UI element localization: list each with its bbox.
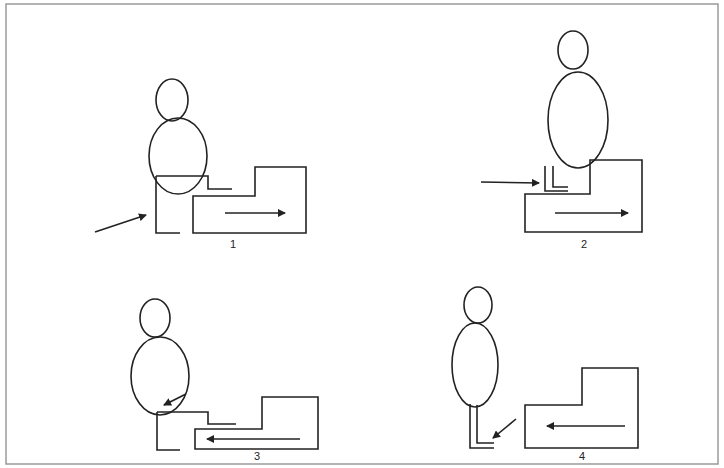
step-box — [193, 167, 306, 233]
panel-number: 1 — [230, 239, 236, 250]
seated-figure — [131, 299, 236, 450]
arrow — [225, 212, 285, 214]
arrow — [207, 438, 300, 440]
arrow — [555, 212, 628, 214]
standing-figure — [545, 31, 608, 191]
arrow — [547, 425, 625, 427]
arrow — [493, 419, 516, 438]
arrow — [481, 182, 539, 183]
standing-figure — [452, 287, 498, 448]
seated-figure — [149, 79, 232, 233]
step-box — [195, 397, 318, 449]
panel-number: 4 — [579, 451, 585, 462]
step-box — [525, 368, 638, 448]
panel-number: 2 — [581, 239, 587, 250]
arrow — [164, 394, 186, 405]
step-box — [525, 160, 642, 232]
panel-number: 3 — [254, 451, 260, 462]
frame — [6, 4, 718, 464]
arrow — [95, 215, 146, 232]
